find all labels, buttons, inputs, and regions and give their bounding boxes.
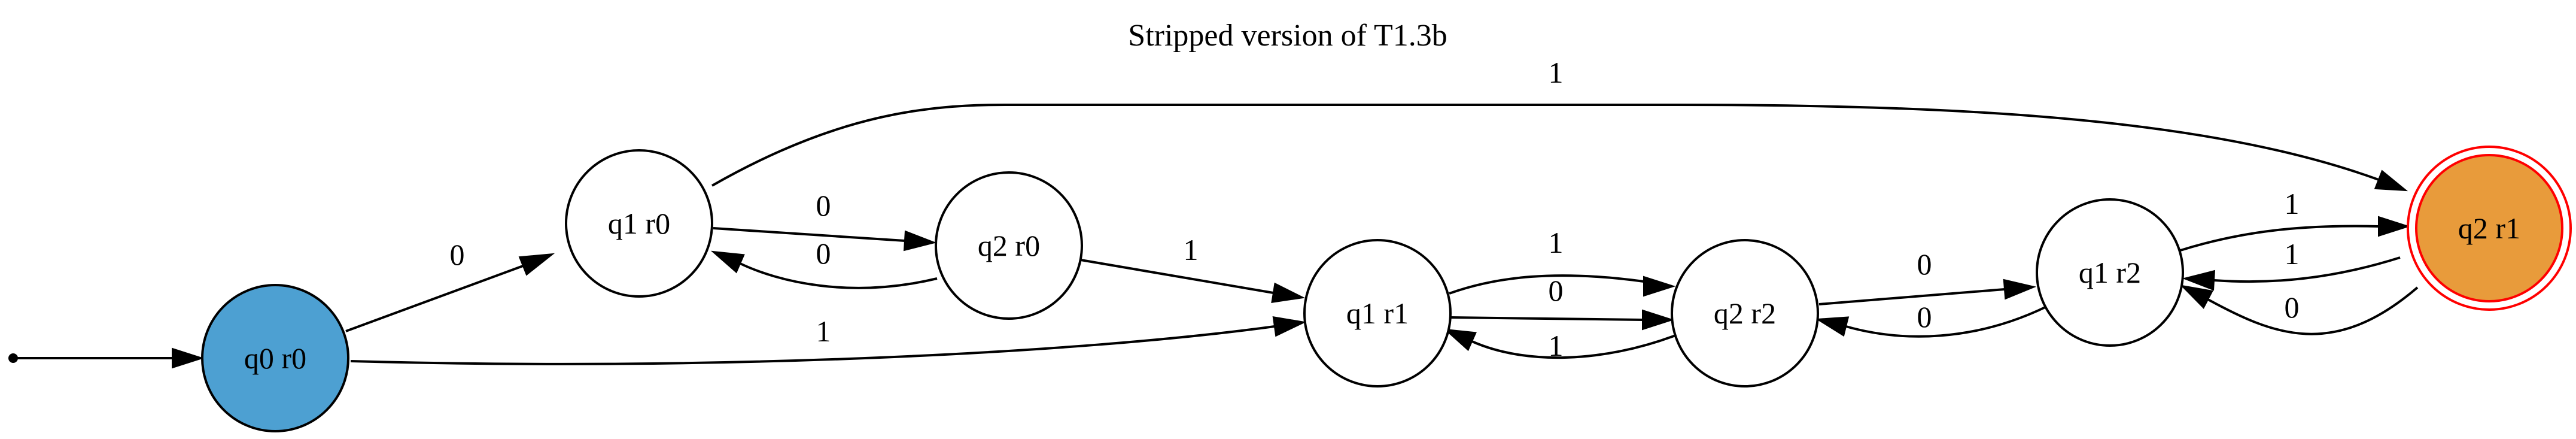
edge-label: 0: [450, 238, 465, 271]
edge-arrowhead: [2003, 278, 2037, 300]
edge-label: 1: [1549, 329, 1564, 362]
edge-label: 0: [1549, 274, 1564, 307]
state-q1r2: q1 r2: [2036, 198, 2184, 347]
edge-q2r0-q1r0-0: [740, 262, 938, 289]
edge-label: 1: [1184, 233, 1199, 267]
state-q2r2: q2 r2: [1671, 239, 1819, 387]
edge-arrowhead: [2374, 169, 2408, 192]
edge-arrowhead: [1272, 316, 1307, 337]
state-label: q0 r0: [244, 341, 306, 375]
edge-label: 0: [2285, 290, 2300, 324]
edge-arrowhead: [2180, 284, 2213, 309]
edge-q1r0-q2r1-1: [711, 104, 2379, 187]
state-label: q2 r1: [2458, 211, 2520, 245]
state-circle: [1303, 239, 1452, 387]
edge-arrowhead: [1643, 275, 1676, 297]
edge-q1r0-q2r0-0: [713, 227, 905, 242]
edge-q2r2-q1r1-1: [1471, 334, 1676, 359]
state-label: q2 r0: [978, 229, 1040, 262]
edge-q2r0-q1r1-1: [1080, 259, 1274, 294]
edge-arrowhead: [1443, 328, 1477, 352]
edge-q2r2-q1r2-0: [1818, 288, 2005, 305]
edge-label: 1: [2285, 187, 2300, 220]
state-label: q1 r2: [2079, 256, 2141, 289]
state-q2r1: q2 r1: [2407, 146, 2572, 311]
edge-label: 1: [1549, 56, 1564, 89]
edge-arrowhead: [2378, 216, 2411, 237]
edge-q1r2-q2r1-1: [2180, 225, 2379, 252]
edge-label: 0: [816, 237, 831, 270]
state-circle: [1671, 239, 1819, 387]
state-circle: [565, 149, 713, 298]
edge-arrowhead: [1642, 309, 1675, 331]
diagram-title: Stripped version of T1.3b: [1128, 19, 1447, 53]
edge-label: 1: [2285, 237, 2300, 271]
edge-arrowhead: [903, 230, 937, 252]
edge-arrowhead: [1271, 282, 1306, 303]
edge-arrowhead: [518, 253, 555, 276]
state-circle: [935, 171, 1083, 320]
state-label: q1 r0: [608, 207, 670, 240]
state-circle: [2415, 154, 2563, 302]
edge-q0r0-q1r0-0: [345, 265, 524, 332]
edge-arrowhead: [2182, 270, 2216, 291]
edge-label: 0: [816, 189, 831, 222]
edge-arrowhead: [710, 250, 745, 274]
state-q1r1: q1 r1: [1303, 239, 1452, 387]
edge-q2r1-q1r2-1: [2213, 256, 2401, 283]
edge-q2r1-q1r2-0: [2207, 286, 2419, 335]
state-label: q2 r2: [1714, 296, 1776, 330]
edge-label: 1: [816, 314, 831, 348]
edge-label: 0: [1917, 247, 1932, 281]
state-circle: [201, 284, 349, 432]
edge-q0r0-q1r1-1: [350, 325, 1275, 365]
state-q0r0: q0 r0: [201, 284, 349, 432]
edge-q1r1-q2r2-1: [1449, 274, 1644, 295]
state-q2r0: q2 r0: [935, 171, 1083, 320]
edge-q1r1-q2r2-0: [1450, 316, 1643, 321]
state-label: q1 r1: [1346, 296, 1409, 330]
start-arrowhead: [172, 347, 205, 369]
edge-label: 0: [1917, 300, 1932, 334]
state-circle: [2036, 198, 2184, 347]
edge-label: 1: [1549, 226, 1564, 259]
edge-q1r2-q2r2-0: [1845, 305, 2047, 338]
state-q1r0: q1 r0: [565, 149, 713, 298]
edge-arrowhead: [1815, 316, 1850, 337]
